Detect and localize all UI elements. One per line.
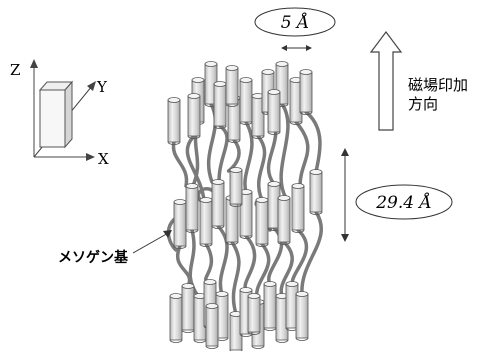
mesogen-cylinder bbox=[295, 291, 309, 341]
axis-y-label: Y bbox=[96, 78, 108, 96]
mesogen-cylinder bbox=[169, 293, 183, 343]
spacing-ellipse bbox=[254, 7, 336, 37]
mesogen-cylinder bbox=[263, 281, 277, 331]
mesogen-cylinder bbox=[187, 93, 201, 139]
mesogen-cylinder bbox=[277, 195, 291, 245]
mesogen-label: メソゲン基 bbox=[58, 249, 129, 266]
alkyl-chain bbox=[300, 210, 323, 296]
mesogen-cylinder bbox=[239, 77, 253, 125]
mesogen-cylinder bbox=[291, 183, 305, 233]
mesogen-cylinders bbox=[167, 61, 323, 351]
mesogen-cylinder bbox=[181, 283, 195, 333]
spacing-annotation: 5 Å bbox=[254, 7, 336, 51]
alkyl-chain bbox=[216, 224, 229, 296]
mesogen-cylinder bbox=[173, 199, 187, 249]
mesogen-cylinder bbox=[211, 179, 225, 229]
alkyl-chain bbox=[279, 240, 294, 298]
mesogen-cylinder bbox=[185, 183, 199, 233]
orientation-box bbox=[38, 80, 74, 149]
field-direction-label-line1: 磁場印加 bbox=[408, 76, 468, 94]
mesogen-pointer-arrow bbox=[132, 231, 171, 254]
alkyl-chain bbox=[243, 120, 254, 194]
mesogen-cylinder bbox=[205, 303, 219, 349]
alkyl-chain bbox=[290, 228, 308, 286]
alkyl-chain bbox=[226, 138, 241, 173]
field-direction-label-line2: 方向 bbox=[408, 95, 438, 113]
mesogen-cylinder bbox=[225, 65, 239, 107]
layer-ellipse bbox=[355, 184, 453, 220]
alkyl-chain bbox=[304, 110, 322, 174]
mesogen-cylinder bbox=[255, 197, 269, 247]
alkyl-chain bbox=[256, 134, 267, 202]
mesogen-cylinder bbox=[193, 293, 207, 343]
mesogen-structure bbox=[166, 61, 323, 351]
alkyl-chain bbox=[279, 102, 290, 200]
mesogen-cylinder bbox=[267, 89, 281, 135]
layer-spacing-annotation: 29.4 Å bbox=[341, 148, 453, 242]
mesogen-cylinder bbox=[229, 311, 243, 351]
alkyl-chain bbox=[294, 120, 310, 188]
mesogen-cylinder bbox=[247, 293, 261, 335]
mesogen-cylinder bbox=[251, 93, 265, 139]
mesogen-annotation: メソゲン基 bbox=[58, 230, 172, 266]
magnetic-field-arrow-icon bbox=[369, 31, 403, 131]
coordinate-axes: Z Y X bbox=[10, 59, 109, 168]
alkyl-chain bbox=[176, 244, 192, 288]
alkyl-chain bbox=[243, 234, 257, 292]
spacing-label: 5 Å bbox=[281, 12, 310, 33]
mesogen-cylinder bbox=[289, 77, 303, 125]
alkyl-chain bbox=[230, 240, 241, 316]
axis-z-label: Z bbox=[10, 61, 20, 79]
mesogen-cylinder bbox=[299, 69, 313, 115]
alkyl-chain bbox=[171, 140, 189, 188]
mesogen-cylinder bbox=[215, 291, 229, 341]
mesogen-cylinder bbox=[213, 81, 227, 129]
mesogen-cylinder bbox=[229, 167, 243, 207]
axis-x-label: X bbox=[98, 150, 109, 168]
alkyl-chain bbox=[203, 242, 214, 284]
mesogen-cylinder bbox=[275, 293, 289, 343]
mesogen-cylinder bbox=[167, 97, 181, 145]
layer-spacing-label: 29.4 Å bbox=[375, 192, 432, 213]
mesogen-cylinder bbox=[309, 169, 323, 215]
mesogen-cylinder bbox=[267, 181, 281, 231]
mesogen-cylinder bbox=[199, 197, 213, 247]
mesogen-cylinder bbox=[239, 189, 253, 239]
